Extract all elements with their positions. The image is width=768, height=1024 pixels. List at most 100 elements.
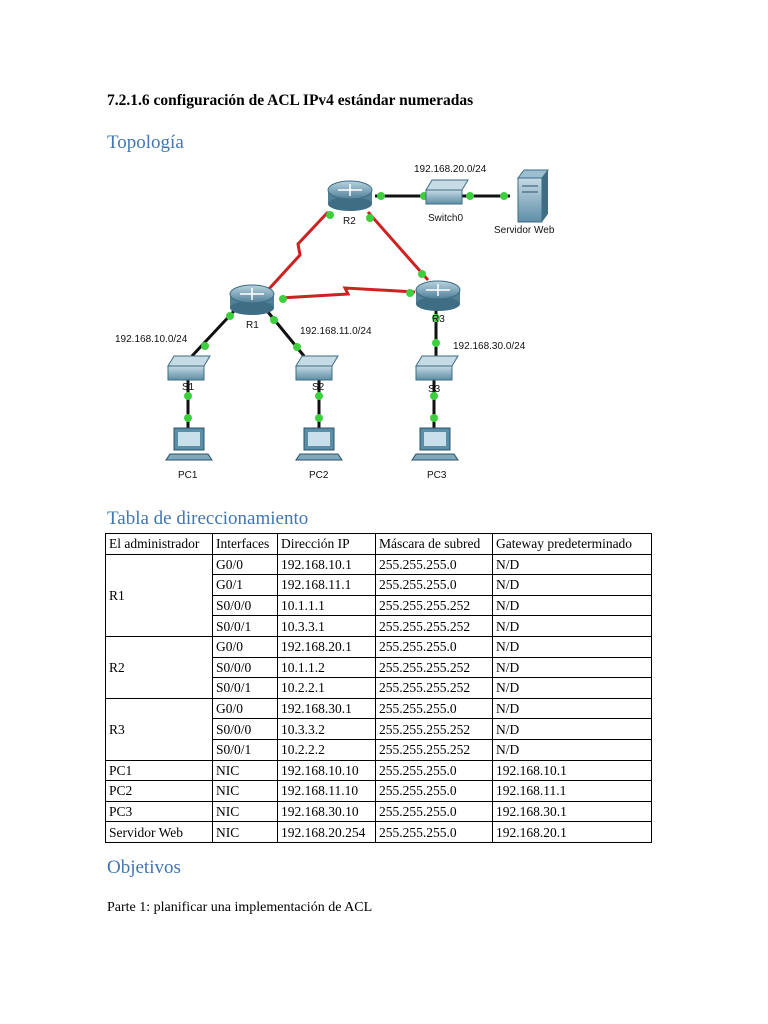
switch0 [425, 179, 469, 205]
table-cell: G0/0 [212, 635, 278, 658]
table-cell: N/D [492, 635, 652, 658]
column-header: Interfaces [212, 533, 278, 555]
column-header: Máscara de subred [375, 533, 493, 555]
serial-link-r1-r2 [266, 210, 330, 292]
table-cell: 255.255.255.252 [375, 615, 493, 637]
serial-link-r2-r3 [366, 211, 430, 281]
table-cell: 255.255.255.252 [375, 594, 493, 617]
label-r3: R3 [432, 314, 445, 325]
table-cell: NIC [212, 759, 278, 782]
table-cell: NIC [212, 821, 278, 843]
table-cell: N/D [492, 574, 652, 596]
table-row: S0/0/1 10.2.2.2 255.255.255.252 N/D [106, 738, 652, 761]
table-cell: S0/0/1 [212, 738, 278, 761]
device-cell: Servidor Web [105, 821, 213, 843]
table-cell: N/D [492, 718, 652, 740]
table-header-row: El administrador Interfaces Dirección IP… [105, 533, 652, 555]
device-cell: PC3 [105, 800, 213, 823]
table-cell: 192.168.30.1 [492, 800, 652, 823]
table-cell: 192.168.11.10 [277, 780, 376, 802]
table-cell: 255.255.255.0 [375, 697, 493, 720]
table-cell: 255.255.255.252 [375, 656, 493, 679]
table-cell: 10.1.1.1 [277, 594, 376, 617]
table-cell: 10.2.2.2 [277, 738, 376, 761]
table-cell: N/D [492, 677, 652, 699]
table-cell: 10.3.3.2 [277, 718, 376, 740]
table-cell: 255.255.255.0 [375, 800, 493, 823]
table-cell: 255.255.255.0 [375, 635, 493, 658]
serial-link-r1-r3 [279, 286, 416, 300]
label-switch0: Switch0 [428, 213, 463, 224]
table-cell: 192.168.30.10 [277, 800, 376, 823]
table-row: Servidor Web NIC 192.168.20.254 255.255.… [105, 821, 652, 843]
table-cell: G0/0 [212, 553, 278, 576]
label-pc2: PC2 [309, 470, 329, 481]
table-cell: 255.255.255.0 [375, 574, 493, 596]
pc-3 [411, 427, 459, 461]
table-cell: 10.1.1.2 [277, 656, 376, 679]
table-cell: S0/0/1 [212, 615, 278, 637]
table-cell: 192.168.10.10 [277, 759, 376, 782]
table-cell: 192.168.30.1 [277, 697, 376, 720]
table-row: PC3 NIC 192.168.30.10 255.255.255.0 192.… [105, 800, 652, 823]
net-label-20: 192.168.20.0/24 [414, 164, 487, 175]
label-r1: R1 [246, 320, 259, 331]
device-cell: R2 [105, 635, 213, 699]
table-cell: N/D [492, 553, 652, 576]
table-cell: 255.255.255.252 [375, 718, 493, 740]
device-cell: R3 [105, 697, 213, 761]
router-r2 [327, 180, 373, 211]
net-label-30: 192.168.30.0/24 [453, 341, 526, 352]
label-r2: R2 [343, 216, 356, 227]
table-row: S0/0/0 10.3.3.2 255.255.255.252 N/D [106, 718, 652, 740]
table-cell: S0/0/1 [212, 677, 278, 699]
table-row: R1 G0/0 192.168.10.1 255.255.255.0 N/D [105, 553, 652, 637]
table-cell: G0/1 [212, 574, 278, 596]
table-cell: N/D [492, 656, 652, 679]
table-row: S0/0/1 10.3.3.1 255.255.255.252 N/D [106, 615, 652, 637]
pc-1 [165, 427, 213, 461]
table-cell: 192.168.11.1 [492, 780, 652, 802]
table-cell: N/D [492, 738, 652, 761]
table-cell: 255.255.255.0 [375, 780, 493, 802]
switch-s2 [295, 355, 339, 381]
table-cell: NIC [212, 780, 278, 802]
table-cell: 192.168.11.1 [277, 574, 376, 596]
table-cell: NIC [212, 800, 278, 823]
table-cell: 192.168.20.1 [492, 821, 652, 843]
table-cell: 192.168.10.1 [277, 553, 376, 576]
addressing-table-heading: Tabla de direccionamiento [107, 508, 309, 529]
table-row: R2 G0/0 192.168.20.1 255.255.255.0 N/D [105, 635, 652, 699]
router-r1 [229, 284, 275, 315]
objectives-heading: Objetivos [107, 857, 181, 878]
table-cell: 255.255.255.252 [375, 738, 493, 761]
table-cell: 255.255.255.0 [375, 821, 493, 843]
pc-2 [295, 427, 343, 461]
switch-s1 [167, 355, 211, 381]
table-cell: S0/0/0 [212, 718, 278, 740]
table-cell: N/D [492, 615, 652, 637]
net-label-10: 192.168.10.0/24 [115, 334, 188, 345]
table-cell: 192.168.20.254 [277, 821, 376, 843]
label-s2: S2 [312, 382, 325, 393]
topology-heading: Topología [107, 132, 184, 153]
table-row: R3 G0/0 192.168.30.1 255.255.255.0 N/D [105, 697, 652, 761]
label-server: Servidor Web [494, 225, 555, 236]
table-cell: N/D [492, 697, 652, 720]
table-row: S0/0/0 10.1.1.1 255.255.255.252 N/D [106, 594, 652, 617]
table-cell: 10.2.2.1 [277, 677, 376, 699]
table-cell: G0/0 [212, 697, 278, 720]
net-label-11: 192.168.11.0/24 [300, 326, 372, 337]
table-cell: 192.168.20.1 [277, 635, 376, 658]
device-cell: PC1 [105, 759, 213, 782]
router-r3 [415, 280, 461, 311]
document-title: 7.2.1.6 configuración de ACL IPv4 estánd… [107, 92, 474, 109]
table-row: PC1 NIC 192.168.10.10 255.255.255.0 192.… [105, 759, 652, 782]
addressing-table: El administrador Interfaces Dirección IP… [105, 533, 652, 843]
device-cell: R1 [105, 553, 213, 637]
table-cell: 192.168.10.1 [492, 759, 652, 782]
objective-part-1: Parte 1: planificar una implementación d… [107, 900, 373, 915]
column-header: Dirección IP [277, 533, 376, 555]
label-pc1: PC1 [178, 470, 198, 481]
label-s3: S3 [428, 384, 441, 395]
